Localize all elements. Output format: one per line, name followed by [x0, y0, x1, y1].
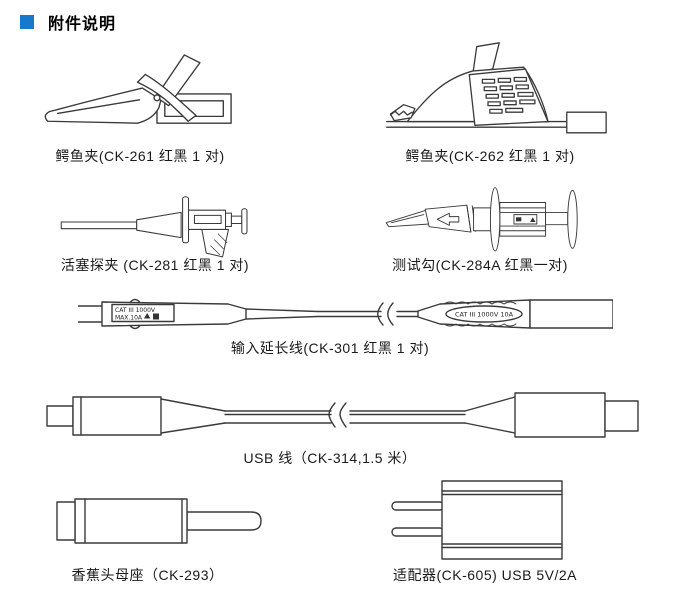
section-bullet-icon	[20, 15, 34, 29]
extension-cable-illustration: CAT III 1000V MAX.10A CAT III 1000V 10A	[78, 298, 613, 330]
alligator-clip-1-illustration	[44, 54, 232, 124]
banana-socket-illustration	[56, 498, 262, 544]
figure-ck-301: CAT III 1000V MAX.10A CAT III 1000V 10A	[78, 292, 613, 334]
figure-ck-284a	[338, 185, 628, 259]
usb-cable-illustration	[46, 392, 639, 438]
figure-ck-605	[390, 478, 570, 563]
svg-text:CAT III 1000V 10A: CAT III 1000V 10A	[455, 311, 514, 319]
power-adapter-illustration	[391, 480, 563, 560]
piston-probe-clip-illustration	[60, 196, 248, 258]
alligator-clip-2-illustration	[386, 42, 607, 134]
figure-ck-281	[28, 188, 278, 262]
caption-ck-301: 输入延长线(CK-301 红黑 1 对)	[230, 340, 430, 356]
caption-ck-261: 鳄鱼夹(CK-261 红黑 1 对)	[55, 148, 225, 164]
figure-ck-262	[383, 40, 608, 145]
figure-ck-261	[40, 42, 235, 142]
figure-ck-293	[55, 496, 270, 546]
caption-ck-605: 适配器(CK-605) USB 5V/2A	[393, 567, 577, 583]
svg-text:CAT III 1000V: CAT III 1000V	[115, 307, 156, 314]
caption-ck-281: 活塞探夹 (CK-281 红黑 1 对)	[60, 257, 250, 273]
svg-text:MAX.10A: MAX.10A	[115, 315, 143, 322]
caption-ck-284a: 测试勾(CK-284A 红黑一对)	[392, 257, 568, 273]
figure-ck-314	[45, 385, 640, 443]
section-header: 附件说明	[20, 10, 116, 34]
caption-ck-262: 鳄鱼夹(CK-262 红黑 1 对)	[405, 148, 575, 164]
caption-ck-293: 香蕉头母座（CK-293）	[71, 567, 224, 583]
test-hook-illustration	[385, 187, 578, 252]
warning-label	[513, 214, 538, 225]
section-title: 附件说明	[48, 16, 117, 33]
caption-ck-314: USB 线（CK-314,1.5 米）	[243, 450, 417, 466]
